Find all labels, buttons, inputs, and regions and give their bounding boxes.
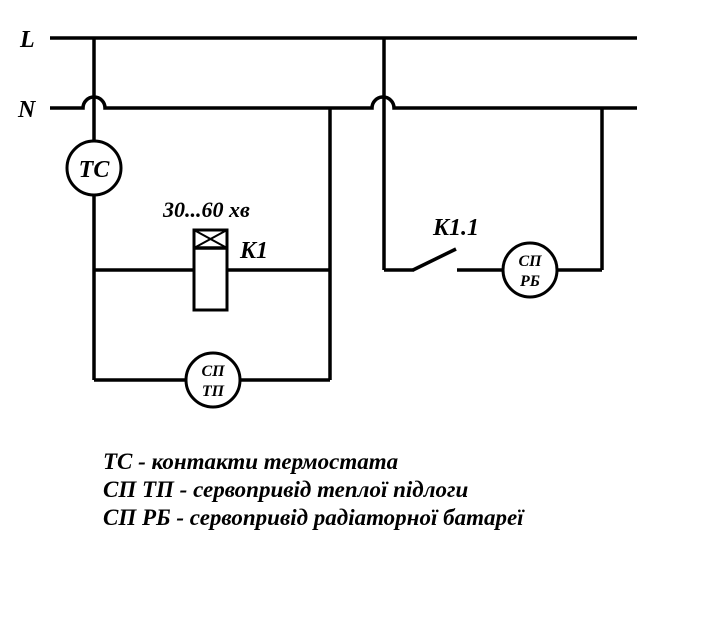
timer-cross-b [193,229,228,249]
servo-radiator-line2: РБ [519,273,540,290]
servo-radiator-line1: СП [518,253,542,270]
legend-item-thermostat: ТС - контакти термостата [103,449,399,474]
bus-label-n: N [17,97,37,123]
relay-timer-label: 30...60 хв [162,197,250,222]
relay-k1-symbol [192,228,229,312]
thermostat-symbol: TC [65,139,123,197]
legend: ТС - контакти термостата СП ТП - сервопр… [103,448,524,532]
relay-label: K1 [239,238,268,264]
legend-item-servo-radiator: СП РБ - сервопривід радіаторної батареї [103,505,524,530]
contact-k1-1-arm [412,247,457,272]
servo-radiator-symbol: СП РБ [501,241,559,299]
bus-line-n [50,95,637,110]
thermostat-label: TC [79,157,111,183]
contact-label: K1.1 [432,215,479,241]
servo-floor-symbol: СП ТП [184,351,242,409]
bus-label-l: L [19,27,35,53]
servo-floor-line2: ТП [202,383,225,400]
legend-item-servo-floor: СП ТП - сервопривід теплої підлоги [103,477,469,502]
servo-floor-circle [184,351,242,409]
servo-floor-line1: СП [201,363,225,380]
relay-coil-box [192,228,229,312]
